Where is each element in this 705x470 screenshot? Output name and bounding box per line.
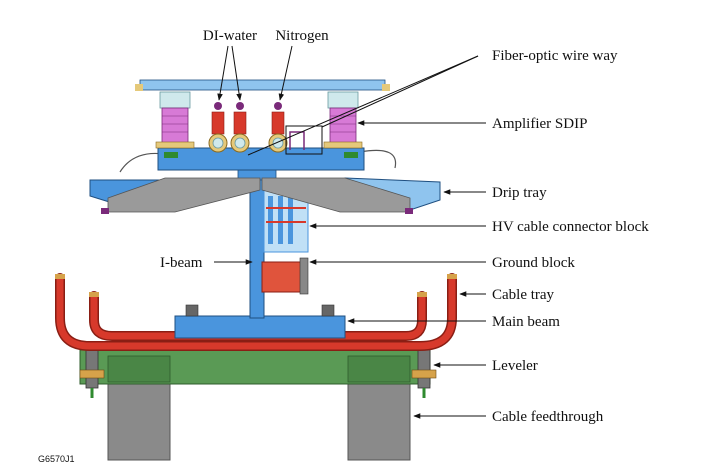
fiber-optic-wire-way — [285, 125, 323, 155]
leveler-label: Leveler — [492, 358, 538, 374]
fittings — [208, 102, 288, 153]
nitrogen-label: Nitrogen — [275, 28, 329, 44]
top-plate — [135, 79, 390, 91]
cable-tray-label: Cable tray — [492, 287, 555, 303]
upper-plate — [157, 147, 365, 171]
hv-cable-label: HV cable connector block — [492, 219, 649, 235]
fiber-optic-label: Fiber-optic wire way — [492, 48, 618, 64]
leader-lines — [214, 45, 486, 419]
cable-feedthrough-label: Cable feedthrough — [492, 409, 604, 425]
di-water-label: DI-water — [203, 28, 257, 44]
amplifier-sdip-left — [155, 91, 195, 149]
fiber-optic-bracket — [289, 131, 305, 150]
drip-tray-right — [261, 149, 441, 214]
main-beam-label: Main beam — [492, 314, 560, 330]
leveler-base — [79, 345, 437, 398]
figure-id: G6570J1 — [38, 454, 75, 464]
cable-tray-ends — [55, 274, 457, 297]
ground-block-label: Ground block — [492, 255, 575, 271]
amplifier-sdip-label: Amplifier SDIP — [492, 116, 587, 132]
cable-feedthrough — [107, 371, 411, 461]
ground-block — [261, 257, 309, 295]
drip-tray-left — [89, 152, 261, 214]
drip-tray-label: Drip tray — [492, 185, 547, 201]
i-beam-label: I-beam — [160, 255, 203, 271]
